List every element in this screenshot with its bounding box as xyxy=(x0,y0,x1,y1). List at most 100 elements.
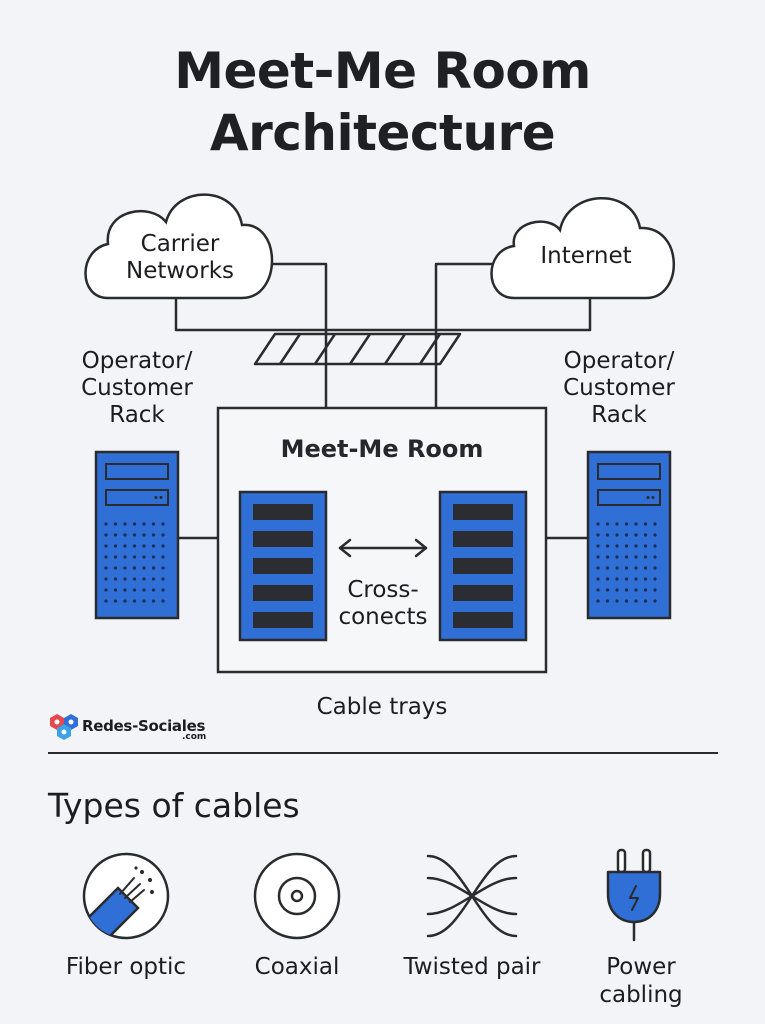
rack-vent-dot xyxy=(605,577,610,581)
rack-vent-dot xyxy=(605,588,610,592)
rack-vent-dot xyxy=(605,566,610,570)
rack-vent-dot xyxy=(113,555,118,559)
rack-vent-dot xyxy=(624,577,629,581)
rack-vent-dot xyxy=(132,544,137,548)
rack-vent-dot xyxy=(161,599,165,603)
rack-vent-dot xyxy=(653,566,657,570)
internet-cloud-shape xyxy=(490,197,675,300)
rack-vent-dot xyxy=(653,577,657,581)
left-server-rack xyxy=(94,450,180,620)
rack-vent-dot xyxy=(596,555,600,559)
rack-vent-dot xyxy=(596,533,600,537)
rack-vent-dot xyxy=(596,544,600,548)
cable-trays-label: Cable trays xyxy=(316,694,448,720)
rack-vent-dot xyxy=(653,544,657,548)
twisted-pair-icon xyxy=(426,854,518,938)
section-divider xyxy=(48,752,718,754)
rack-vent-dot xyxy=(615,544,619,548)
rack-vent-dot xyxy=(615,522,619,526)
rack-vent-dot xyxy=(615,555,619,559)
rack-vent-dot xyxy=(653,533,657,537)
rack-vent-dot xyxy=(605,533,610,537)
left-rack-label: Operator/ Customer Rack xyxy=(58,348,216,429)
rack-vent-dot xyxy=(624,533,629,537)
internet-label: Internet xyxy=(540,243,632,269)
right-server-rack xyxy=(586,450,672,620)
rack-vent-dot xyxy=(132,588,137,592)
rack-vent-dot xyxy=(151,588,156,592)
carrier-tray-cable xyxy=(174,284,592,332)
rack-vent-dot xyxy=(624,522,629,526)
rack-vent-dot xyxy=(634,588,638,592)
fiber-optic-icon xyxy=(82,852,170,940)
left-rack-label-line-1: Operator/ xyxy=(81,348,193,374)
brand-logo-icon xyxy=(50,714,78,740)
rack-vent-dot xyxy=(113,533,118,537)
rack-vent-dot xyxy=(132,533,137,537)
rack-vent-dot xyxy=(161,577,165,581)
rack-vent-dot xyxy=(123,599,127,603)
rack-vent-dot xyxy=(151,533,156,537)
rack-vent-dot xyxy=(113,599,118,603)
rack-vent-dot xyxy=(151,544,156,548)
cross-connects-label: Cross- conects xyxy=(326,577,440,631)
rack-vent-dot xyxy=(151,566,156,570)
brand-suffix: .com xyxy=(182,732,207,742)
rack-vent-dot xyxy=(151,555,156,559)
rack-vent-dot xyxy=(615,588,619,592)
rack-vent-dot xyxy=(634,533,638,537)
rack-vent-dot xyxy=(596,588,600,592)
rack-vent-dot xyxy=(643,577,648,581)
rack-vent-dot xyxy=(634,555,638,559)
diagram-title: Meet-Me Room Architecture xyxy=(0,40,765,164)
rack-vent-dot xyxy=(634,544,638,548)
rack-vent-dot xyxy=(643,533,648,537)
title-line-1: Meet-Me Room xyxy=(174,42,591,100)
rack-vent-dot xyxy=(132,522,137,526)
rack-vent-dot xyxy=(113,566,118,570)
rack-vent-dot xyxy=(123,533,127,537)
carrier-label-line-1: Carrier xyxy=(140,231,220,257)
rack-vent-dot xyxy=(151,599,156,603)
rack-vent-dot xyxy=(605,544,610,548)
coaxial-icon xyxy=(253,852,341,940)
rack-vent-dot xyxy=(643,588,648,592)
rack-vent-dot xyxy=(643,522,648,526)
cross-connects-line-2: conects xyxy=(338,604,428,630)
rack-vent-dot xyxy=(643,544,648,548)
rack-vent-dot xyxy=(132,555,137,559)
right-patch-panel xyxy=(438,490,528,642)
rack-vent-dot xyxy=(142,533,146,537)
meet-me-room-title: Meet-Me Room xyxy=(280,435,484,463)
right-rack-label-line-3: Rack xyxy=(591,402,647,428)
rack-vent-dot xyxy=(615,577,619,581)
right-rack-label-line-1: Operator/ xyxy=(563,348,675,374)
right-rack-label-line-2: Customer xyxy=(563,375,675,401)
internet-cable xyxy=(434,262,496,410)
power-cabling-label: Power cabling xyxy=(574,953,708,1009)
carrier-cloud-shape xyxy=(84,193,274,300)
rack-vent-dot xyxy=(615,566,619,570)
rack-vent-dot xyxy=(113,588,118,592)
cross-connect-arrow xyxy=(338,538,428,558)
rack-vent-dot xyxy=(634,599,638,603)
rack-vent-dot xyxy=(161,588,165,592)
rack-vent-dot xyxy=(142,522,146,526)
left-rack-label-line-2: Customer xyxy=(81,375,193,401)
rack-vent-dot xyxy=(123,555,127,559)
rack-vent-dot xyxy=(113,577,118,581)
rack-vent-dot xyxy=(634,577,638,581)
rack-vent-dot xyxy=(161,566,165,570)
rack-vent-dot xyxy=(624,566,629,570)
rack-vent-dot xyxy=(142,588,146,592)
rack-vent-dot xyxy=(151,522,156,526)
rack-vent-dot xyxy=(634,522,638,526)
rack-vent-dot xyxy=(605,555,610,559)
power-cabling-line-2: cabling xyxy=(599,982,683,1008)
rack-vent-dot xyxy=(142,555,146,559)
rack-vent-dot xyxy=(104,566,108,570)
rack-vent-dot xyxy=(123,566,127,570)
rack-vent-dot xyxy=(615,533,619,537)
rack-vent-dot xyxy=(104,588,108,592)
coaxial-label: Coaxial xyxy=(254,954,340,980)
